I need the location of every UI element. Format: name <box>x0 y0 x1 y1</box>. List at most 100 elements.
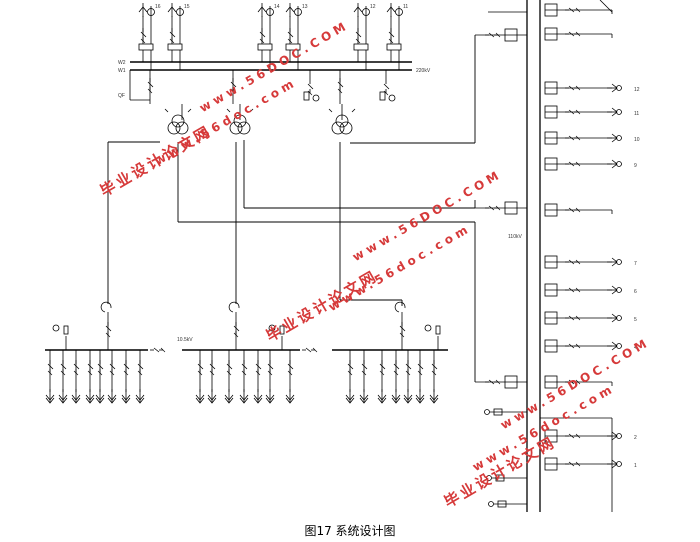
pt-symbol <box>484 409 490 415</box>
breaker-symbol <box>226 363 233 370</box>
pt-symbol <box>268 324 276 332</box>
ct-symbol <box>616 315 622 321</box>
pt-symbol <box>486 475 492 481</box>
bus-label-110kv: 110kV <box>508 234 522 240</box>
disconnector-symbol <box>285 43 301 51</box>
ct-symbol <box>616 461 622 467</box>
breaker-symbol <box>123 370 129 376</box>
breaker-symbol <box>47 363 54 370</box>
breaker-symbol <box>355 31 362 38</box>
breaker-symbol <box>361 363 368 370</box>
feeder-number: 6 <box>634 289 637 295</box>
breaker-symbol <box>47 370 53 376</box>
disconnector-symbol <box>504 201 518 215</box>
breaker-symbol <box>160 347 166 353</box>
disconnector-symbol <box>544 457 558 471</box>
breaker-symbol <box>233 332 239 338</box>
transformer-lead <box>351 108 356 113</box>
disconnector-symbol <box>544 27 558 41</box>
breaker-symbol <box>575 161 581 167</box>
breaker-symbol <box>417 370 423 376</box>
breaker-symbol <box>60 363 67 370</box>
breaker-symbol <box>568 433 575 439</box>
breaker-symbol <box>355 38 361 44</box>
disconnector-symbol <box>544 131 558 145</box>
breaker-symbol <box>388 31 395 38</box>
breaker-symbol <box>255 370 261 376</box>
breaker-symbol <box>153 347 160 353</box>
breaker-symbol <box>568 379 575 385</box>
breaker-symbol <box>305 347 312 353</box>
breaker-symbol <box>197 370 203 376</box>
breaker-symbol <box>230 81 237 88</box>
disconnector-symbol <box>544 283 558 297</box>
breaker-symbol <box>495 205 501 211</box>
breaker-symbol <box>568 7 575 13</box>
breaker-symbol <box>488 205 495 211</box>
breaker-symbol <box>226 370 232 376</box>
breaker-symbol <box>105 332 111 338</box>
breaker-symbol <box>568 343 575 349</box>
pt-symbol <box>488 501 494 507</box>
pt-symbol <box>435 325 441 335</box>
breaker-symbol <box>137 363 144 370</box>
breaker-symbol <box>60 370 66 376</box>
breaker-symbol <box>568 135 575 141</box>
pt-symbol <box>495 474 505 482</box>
feeder-number: 15 <box>184 4 190 10</box>
ct-symbol <box>616 135 622 141</box>
bus-label-10kv: 10.5kV <box>177 337 193 343</box>
breaker-symbol <box>393 363 400 370</box>
breaker-symbol <box>347 363 354 370</box>
transformer-symbol <box>175 121 189 135</box>
pt-symbol <box>279 325 285 335</box>
breaker-symbol <box>575 343 581 349</box>
transformer-symbol <box>339 121 353 135</box>
breaker-symbol <box>405 363 412 370</box>
breaker-symbol <box>488 379 495 385</box>
breaker-symbol <box>307 83 314 90</box>
breaker-symbol <box>105 325 112 332</box>
ct-symbol <box>616 343 622 349</box>
breaker-symbol <box>123 363 130 370</box>
transformer-lead <box>187 108 192 113</box>
breaker-symbol <box>568 85 575 91</box>
disconnector-symbol <box>544 157 558 171</box>
breaker-symbol <box>197 363 204 370</box>
breaker-symbol <box>575 379 581 385</box>
breaker-symbol <box>568 315 575 321</box>
feeder-number: 13 <box>302 4 308 10</box>
disconnector-symbol <box>353 43 369 51</box>
breaker-symbol <box>287 38 293 44</box>
pt-symbol <box>388 94 396 102</box>
pt-symbol <box>52 324 60 332</box>
disconnector-symbol <box>544 203 558 217</box>
breaker-symbol <box>379 370 385 376</box>
feeder-number: 9 <box>634 163 637 169</box>
breaker-symbol <box>575 433 581 439</box>
pt-symbol <box>424 324 432 332</box>
breaker-symbol <box>267 363 274 370</box>
breaker-symbol <box>417 363 424 370</box>
disconnector-symbol <box>386 43 402 51</box>
breaker-symbol <box>575 259 581 265</box>
transformer-lead <box>164 108 169 113</box>
transformer-symbol <box>331 121 345 135</box>
breaker-symbol <box>575 135 581 141</box>
disconnector-symbol <box>544 375 558 389</box>
ct-symbol <box>616 287 622 293</box>
pt-symbol <box>312 94 320 102</box>
transformer-symbol <box>171 114 185 128</box>
feeder-number: 12 <box>634 87 640 93</box>
breaker-symbol <box>361 370 367 376</box>
breaker-symbol <box>488 32 495 38</box>
reactor-symbol <box>394 301 406 313</box>
breaker-symbol <box>379 363 386 370</box>
feeder-number: 10 <box>634 137 640 143</box>
breaker-symbol <box>575 315 581 321</box>
label-qf: QF <box>118 93 125 99</box>
pt-symbol <box>497 500 507 508</box>
disconnector-symbol <box>138 43 154 51</box>
breaker-symbol <box>405 370 411 376</box>
